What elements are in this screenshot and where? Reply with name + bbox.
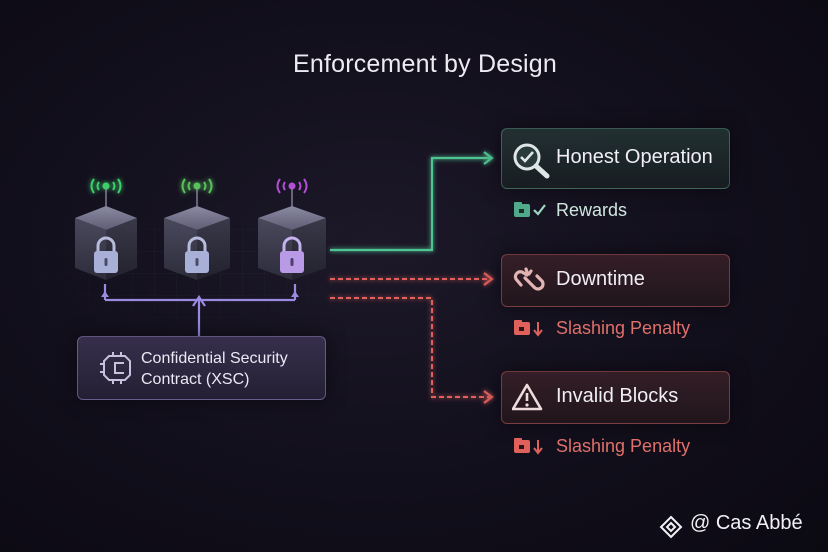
- contract-chip-icon: [100, 350, 134, 386]
- outcome-label: Invalid Blocks: [556, 385, 678, 408]
- contract-bus: [101, 284, 299, 336]
- author-watermark: @ Cas Abbé: [690, 512, 803, 535]
- wallet-check-icon: [513, 200, 547, 220]
- outcome-label: Honest Operation: [556, 146, 713, 169]
- wallet-down-arrow-icon: [513, 436, 547, 456]
- validator-node-2: [164, 179, 230, 280]
- outcome-result: Rewards: [556, 200, 627, 221]
- contract-label: Confidential Security Contract (XSC): [141, 348, 321, 390]
- connector-downtime: [330, 273, 492, 285]
- connector-invalid: [330, 298, 492, 403]
- validator-node-1: [75, 179, 137, 280]
- validator-node-3: [258, 179, 326, 280]
- broken-link-icon: [513, 266, 547, 296]
- warning-triangle-icon: [512, 382, 544, 412]
- outcome-result: Slashing Penalty: [556, 318, 690, 339]
- magnifier-check-icon: [510, 141, 554, 181]
- outcome-result: Slashing Penalty: [556, 436, 690, 457]
- binance-logo-icon: [657, 515, 685, 541]
- wallet-down-arrow-icon: [513, 318, 547, 338]
- outcome-label: Downtime: [556, 268, 645, 291]
- connector-honest: [330, 152, 492, 250]
